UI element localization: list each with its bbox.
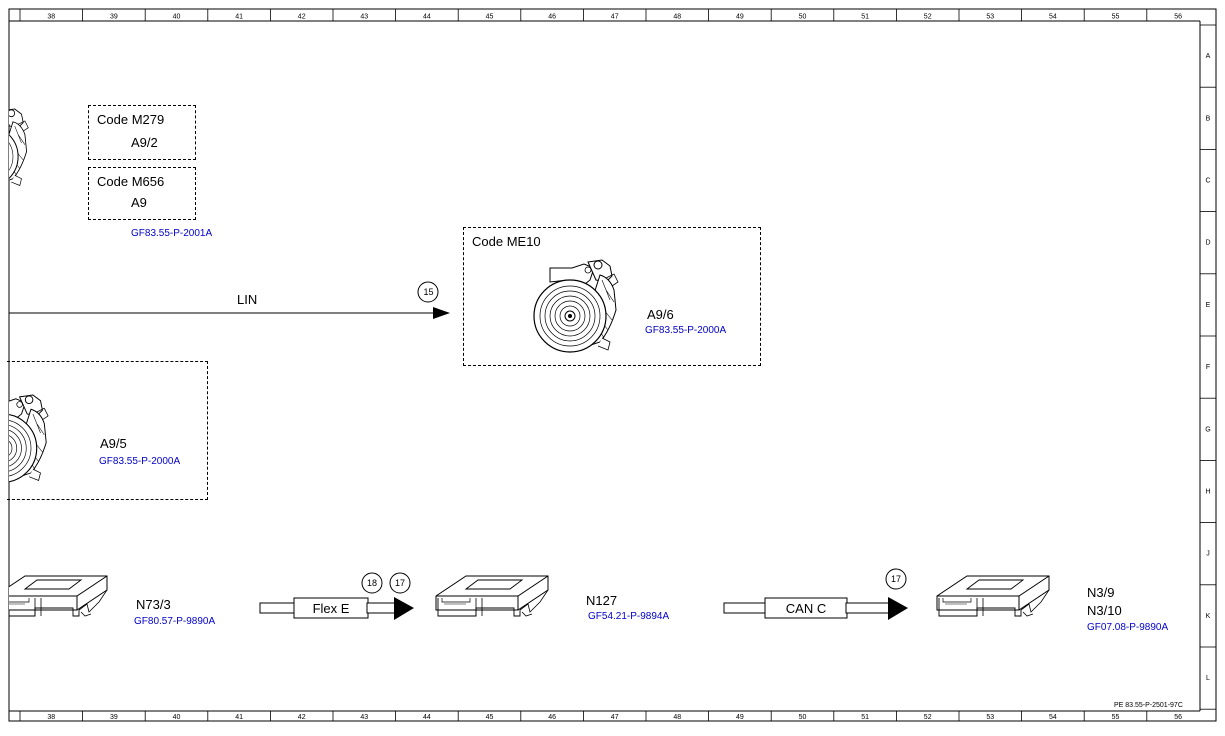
- can-marker-17-circle: [885, 568, 907, 590]
- column-label-top: 55: [1112, 14, 1120, 21]
- lin-marker-circle: [417, 281, 439, 303]
- column-label-bottom: 47: [611, 714, 619, 721]
- component-a9-5-label: A9/5: [100, 436, 127, 451]
- row-label: C: [1205, 178, 1210, 185]
- n127-reference-link[interactable]: GF54.21-P-9894A: [588, 611, 670, 622]
- code-me10-label: Code ME10: [472, 234, 541, 249]
- column-label-bottom: 51: [861, 714, 869, 721]
- column-label-top: 48: [673, 14, 681, 21]
- row-label: H: [1205, 489, 1210, 496]
- column-label-top: 46: [548, 14, 556, 21]
- row-label: F: [1206, 364, 1210, 371]
- n3-9-reference-link[interactable]: GF07.08-P-9890A: [1087, 622, 1169, 633]
- column-label-top: 44: [423, 14, 431, 21]
- row-label: G: [1205, 426, 1210, 433]
- column-label-bottom: 46: [548, 714, 556, 721]
- row-label: A: [1206, 53, 1211, 60]
- column-label-top: 43: [360, 14, 368, 21]
- column-label-bottom: 54: [1049, 714, 1057, 721]
- column-label-bottom: 52: [924, 714, 932, 721]
- can-c-label: CAN C: [785, 601, 827, 616]
- flex-e-wire: [259, 602, 296, 614]
- module-n73-3-drawing: [9, 575, 108, 617]
- module-n127-drawing: [435, 575, 549, 617]
- column-label-bottom: 40: [173, 714, 181, 721]
- column-label-bottom: 50: [799, 714, 807, 721]
- flex-e-arrow: [394, 597, 414, 620]
- row-ruler-right: A B C D E F G H J K L: [1200, 24, 1216, 710]
- code-m656-box: [88, 167, 196, 220]
- frame: [8, 8, 1217, 722]
- column-label-bottom: 44: [423, 714, 431, 721]
- column-label-top: 54: [1049, 14, 1057, 21]
- flex-marker-18: 18: [366, 578, 377, 588]
- column-label-top: 52: [924, 14, 932, 21]
- column-label-bottom: 38: [47, 714, 55, 721]
- module-n3-10-label: N3/10: [1087, 603, 1122, 618]
- flex-marker-17-circle: [389, 572, 411, 594]
- row-label: L: [1206, 675, 1210, 682]
- component-a9-6-label: A9/6: [647, 307, 674, 322]
- column-ruler-bottom: 38 39 40 41 42 43 44 45 46 47 48 49 50 51 52 53 54 55 56: [19, 711, 1182, 721]
- column-label-top: 50: [799, 14, 807, 21]
- code-m656-label: Code M656: [97, 174, 165, 189]
- column-label-bottom: 49: [736, 714, 744, 721]
- can-c-arrow: [888, 597, 908, 620]
- flex-e-label: Flex E: [312, 601, 350, 616]
- column-label-bottom: 55: [1112, 714, 1120, 721]
- column-label-bottom: 41: [235, 714, 243, 721]
- a9-5-reference-link[interactable]: GF83.55-P-2000A: [99, 456, 181, 467]
- column-label-bottom: 45: [486, 714, 494, 721]
- row-label: K: [1206, 613, 1211, 620]
- column-label-top: 45: [486, 14, 494, 21]
- compressor-a9-2-drawing: [9, 108, 29, 188]
- column-label-top: 41: [235, 14, 243, 21]
- column-label-bottom: 48: [673, 714, 681, 721]
- row-label: E: [1206, 302, 1211, 309]
- column-label-top: 47: [611, 14, 619, 21]
- column-label-bottom: 39: [110, 714, 118, 721]
- a9-reference-link[interactable]: GF83.55-P-2001A: [131, 228, 213, 239]
- lin-marker-number: 15: [423, 287, 434, 297]
- code-m279-box: [88, 105, 196, 160]
- column-label-top: 49: [736, 14, 744, 21]
- can-marker-17: 17: [890, 574, 901, 584]
- column-label-bottom: 43: [360, 714, 368, 721]
- can-c-wire: [723, 602, 767, 614]
- column-label-top: 51: [861, 14, 869, 21]
- lin-label: LIN: [237, 292, 258, 307]
- lin-arrow: [433, 307, 450, 319]
- n73-3-reference-link[interactable]: GF80.57-P-9890A: [134, 616, 216, 627]
- column-label-bottom: 42: [298, 714, 306, 721]
- component-a9-label: A9: [131, 195, 147, 210]
- column-label-top: 39: [110, 14, 118, 21]
- a9-6-reference-link[interactable]: GF83.55-P-2000A: [645, 325, 727, 336]
- row-label: D: [1205, 240, 1210, 247]
- row-label: J: [1206, 551, 1210, 558]
- column-label-top: 38: [47, 14, 55, 21]
- module-n73-3-label: N73/3: [136, 597, 171, 612]
- flex-marker-18-circle: [361, 572, 383, 594]
- column-label-top: 53: [986, 14, 994, 21]
- column-label-bottom: 53: [986, 714, 994, 721]
- column-label-top: 42: [298, 14, 306, 21]
- component-a9-2-label: A9/2: [131, 135, 158, 150]
- flex-marker-17: 17: [394, 578, 405, 588]
- module-n3-9-label: N3/9: [1087, 585, 1115, 600]
- row-label: B: [1206, 115, 1211, 122]
- module-n3-9-drawing: [936, 575, 1050, 617]
- column-label-top: 40: [173, 14, 181, 21]
- a9-5-box: [7, 361, 208, 500]
- code-me10-box: [463, 227, 761, 366]
- column-ruler-top: 38 39 40 41 42 43 44 45 46 47 48 49 50 51 52 53 54 55 56: [19, 9, 1182, 21]
- column-label-top: 56: [1174, 14, 1182, 21]
- code-m279-label: Code M279: [97, 112, 165, 127]
- document-id: PE 83.55-P-2501-97C: [1114, 702, 1183, 709]
- column-label-bottom: 56: [1174, 714, 1182, 721]
- module-n127-label: N127: [586, 593, 618, 608]
